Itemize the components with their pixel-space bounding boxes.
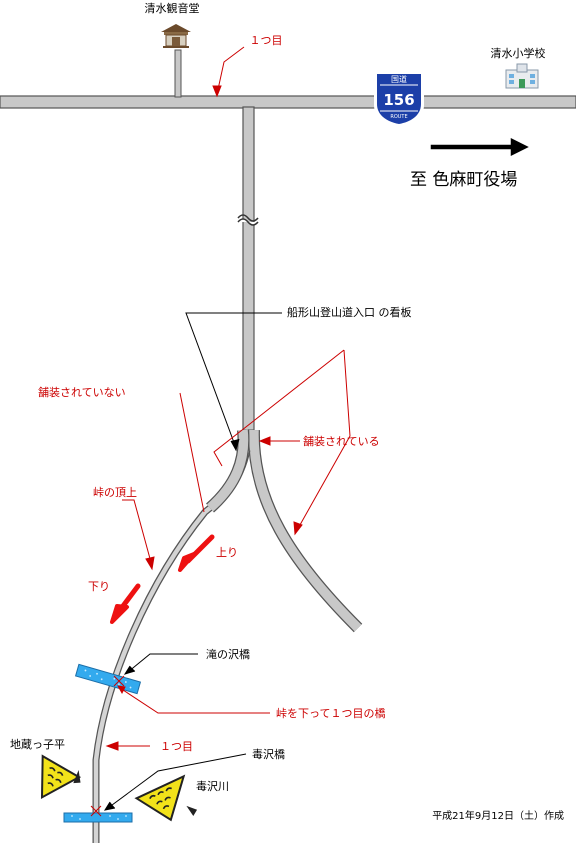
hitotsume-top-label: １つ目 (250, 34, 283, 47)
school-icon (505, 63, 539, 89)
jizo-warning-sign-icon (134, 774, 198, 822)
national-road-156 (0, 95, 576, 109)
jizo-warning-sign-icon (40, 754, 82, 800)
red-leader-lines (105, 46, 351, 751)
first-bridge-arrowhead (117, 685, 126, 695)
route-shield-top-text: 国道 (391, 74, 407, 84)
bridge-cross-mark (90, 805, 102, 817)
road-break-mark (237, 218, 259, 226)
paved-label: 舗装されている (303, 434, 380, 448)
unpaved-leader (179, 392, 205, 513)
unpaved-leader-2 (213, 349, 345, 467)
shimizu-kannondo-label: 清水観音堂 (145, 1, 200, 15)
first-bridge-leader (119, 687, 270, 714)
signboard-leader (185, 312, 282, 449)
hitotsume-top-arrowhead (212, 85, 222, 98)
black-leader-lines (103, 312, 282, 811)
dokusawa-river-label: 毒沢川 (196, 779, 229, 793)
shimizu-school-label: 清水小学校 (491, 46, 546, 60)
paved-leader-b (295, 349, 351, 533)
first-bridge-label: 峠を下って１つ目の橋 (276, 706, 385, 720)
paved-leader-a-arrowhead (258, 436, 271, 446)
uphill-label: 上り (216, 546, 238, 559)
temple-icon (161, 24, 191, 48)
destination-arrow-icon (430, 137, 529, 157)
kannondo-spur-road (174, 49, 182, 98)
uphill-arrow-icon (178, 534, 215, 572)
paved-road (247, 429, 363, 633)
signboard-label: 船形山登山道入口 の看板 (287, 305, 412, 319)
bridge-cross-mark (113, 675, 125, 687)
signboard-arrowhead (230, 438, 240, 452)
created-date-label: 平成21年9月12日（土）作成 (432, 809, 564, 822)
pass-summit-arrowhead (145, 556, 155, 571)
trail-junction-fill (206, 429, 249, 512)
access-road (242, 106, 255, 431)
downhill-label: 下り (88, 580, 110, 593)
paved-road-fill (249, 429, 362, 632)
hitotsume-top-leader (216, 46, 245, 95)
hitotsume-bottom-label: １つ目 (160, 740, 193, 753)
route-shield-number: 156 (383, 91, 414, 109)
unpaved-label: 舗装されていない (38, 385, 126, 399)
route-shield-bottom-text: ROUTE (390, 114, 407, 120)
dokusawa-bridge-label: 毒沢橋 (252, 747, 285, 761)
dokusawa-bridge (63, 812, 133, 823)
route-156-shield-icon: 国道 156 ROUTE (374, 71, 424, 127)
destination-label: 至 色麻町役場 (410, 170, 517, 190)
road-break-mark (237, 214, 259, 222)
takinosawa-bridge-label: 滝の沢橋 (206, 647, 250, 661)
jizokkodaira-label: 地蔵っ子平 (10, 738, 65, 751)
roads (0, 49, 576, 843)
pass-summit-leader (122, 499, 153, 567)
takinosawa-leader (127, 653, 198, 673)
hitotsume-bottom-arrowhead (105, 741, 119, 751)
downhill-arrow-icon (110, 583, 141, 624)
takinosawa-bridge (74, 663, 142, 695)
bridges (63, 663, 142, 823)
dokusawa-arrowhead (103, 801, 116, 811)
takinosawa-arrowhead (123, 665, 136, 675)
pass-summit-label: 峠の頂上 (93, 485, 137, 499)
dokusawa-leader (107, 753, 247, 809)
paved-leader-b-arrowhead (293, 521, 303, 536)
